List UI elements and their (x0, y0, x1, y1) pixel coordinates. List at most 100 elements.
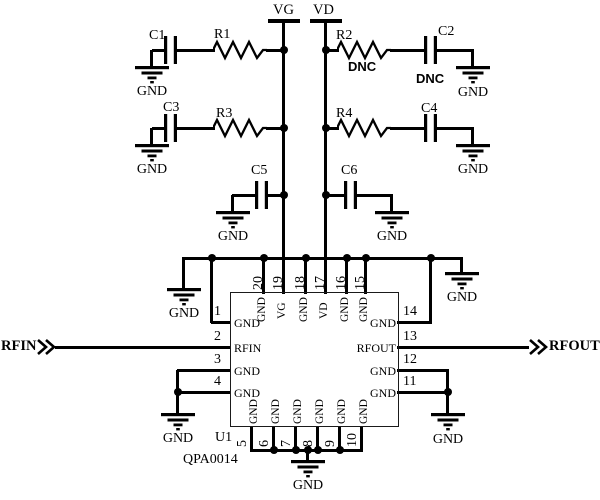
wire-rfin (55, 346, 231, 349)
designator-c5: C5 (251, 163, 268, 178)
pin-number-4: 4 (214, 374, 221, 389)
resistor-r4 (337, 117, 391, 139)
pin-stub-16 (345, 258, 348, 294)
pin-name-10: GND (358, 399, 370, 424)
wire-pin14-riser (429, 258, 432, 323)
pin-name-15: GND (358, 297, 370, 322)
junction-dot (444, 388, 452, 396)
vd-net-label: VD (313, 2, 334, 18)
wire-pin3 (177, 369, 231, 372)
pin-name-14: GND (370, 316, 396, 330)
pin-name-1: GND (234, 316, 260, 330)
designator-r2: R2 (336, 28, 353, 43)
pin-name-18: GND (298, 297, 310, 322)
capacitor-c2 (424, 36, 437, 64)
junction-dot (336, 446, 344, 454)
wire (325, 194, 345, 197)
wire (266, 49, 284, 52)
junction-dot (343, 254, 351, 262)
wire (436, 49, 474, 52)
gnd-label: GND (162, 431, 194, 446)
capacitor-c5 (255, 181, 268, 209)
ground-symbol (291, 460, 325, 478)
pin-name-11: GND (370, 386, 396, 400)
wire (152, 49, 166, 52)
designator-c2: C2 (438, 24, 455, 39)
pin-name-6: GND (270, 399, 282, 424)
wire-rfout (397, 346, 529, 349)
wire (176, 127, 215, 130)
junction-dot (427, 254, 435, 262)
pin-name-19: VG (276, 302, 288, 319)
pin-name-7: GND (292, 399, 304, 424)
pin-stub-8 (316, 427, 319, 451)
gnd-label: GND (217, 229, 249, 244)
pin-number-20: 20 (251, 276, 266, 290)
designator-r1: R1 (214, 27, 231, 42)
junction-dot (280, 124, 288, 132)
junction-dot (362, 254, 370, 262)
wire (355, 194, 393, 197)
pin-name-8: GND (314, 399, 326, 424)
gnd-label: GND (432, 432, 464, 447)
wire (460, 258, 463, 272)
resistor-r3 (213, 117, 267, 139)
ground-symbol (167, 288, 201, 306)
wire-pin14 (397, 321, 432, 324)
pin-name-13: RFOUT (356, 341, 396, 355)
wire (266, 127, 284, 130)
junction-dot (322, 46, 330, 54)
pin-name-9: GND (336, 399, 348, 424)
wire-top-ground-bus (182, 257, 463, 260)
junction-dot (322, 191, 330, 199)
wire-pin11 (397, 391, 449, 394)
wire-pin1-riser (210, 258, 213, 323)
rfin-port-label: RFIN (1, 338, 37, 354)
wire (390, 49, 425, 52)
pin-number-10: 10 (345, 433, 360, 447)
wire (231, 195, 234, 211)
capacitor-c4 (424, 114, 437, 142)
chip-part-number: QPA0014 (183, 452, 238, 467)
wire (182, 258, 185, 288)
pin-name-12: GND (370, 364, 396, 378)
gnd-label: GND (457, 85, 489, 100)
ground-symbol (431, 413, 465, 431)
pin-name-4: GND (234, 386, 260, 400)
pin-stub-9 (338, 427, 341, 451)
wire-pin1 (211, 321, 231, 324)
junction-dot (304, 446, 312, 454)
ground-symbol (135, 144, 169, 162)
ground-symbol (161, 413, 195, 431)
wire (325, 49, 339, 52)
designator-c4: C4 (421, 101, 438, 116)
pin-number-2: 2 (214, 329, 221, 344)
junction-dot (314, 446, 322, 454)
junction-dot (174, 388, 182, 396)
junction-dot (292, 446, 300, 454)
wire (471, 128, 474, 144)
junction-dot (260, 254, 268, 262)
dnc-note-c2: DNC (416, 71, 445, 86)
pin-number-15: 15 (353, 276, 368, 290)
chip-body-u1 (230, 292, 399, 427)
vg-net-label: VG (273, 2, 294, 18)
pin-number-14: 14 (403, 304, 417, 319)
pin-number-19: 19 (271, 276, 286, 290)
gnd-label: GND (168, 306, 200, 321)
rfout-port-chevron-icon (529, 339, 548, 355)
pin-number-12: 12 (403, 352, 417, 367)
pin-number-1: 1 (214, 304, 221, 319)
pin-number-3: 3 (214, 352, 221, 367)
wire-pin4 (177, 391, 231, 394)
wire (325, 127, 339, 130)
designator-c1: C1 (149, 28, 166, 43)
ground-symbol (135, 66, 169, 84)
pin-number-7: 7 (279, 440, 294, 447)
ground-symbol (456, 144, 490, 162)
pin-number-9: 9 (323, 440, 338, 447)
pin-number-11: 11 (403, 374, 417, 389)
pin-stub-15 (364, 258, 367, 294)
wire (176, 49, 215, 52)
pin-name-17: VD (318, 302, 330, 319)
